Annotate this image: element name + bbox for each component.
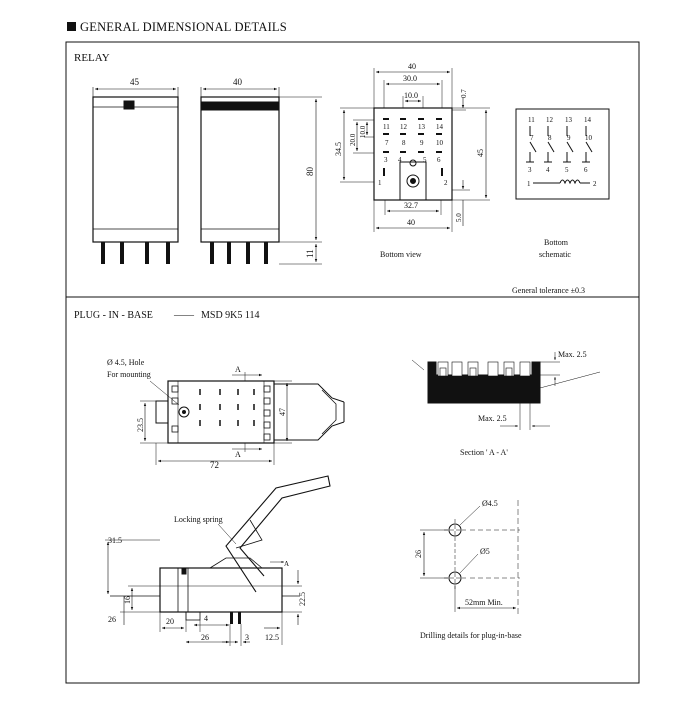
sch-coil-2: 2 <box>593 180 597 188</box>
base-model: MSD 9K5 114 <box>201 310 260 321</box>
base-side-view <box>105 475 331 646</box>
bottom-view-caption: Bottom view <box>380 250 422 259</box>
sch-pin-14: 14 <box>584 116 592 124</box>
bv-dim-height: 45 <box>476 149 485 157</box>
sch-pin-3: 3 <box>528 166 532 174</box>
side-dim-16: 16 <box>123 596 132 604</box>
bv-dim-row-pitch: 10.0 <box>359 125 367 138</box>
side-dim-31-5: 31.5 <box>108 536 122 545</box>
side-dim-4: 4 <box>204 614 208 623</box>
side-dim-22-5: 22.5 <box>298 592 307 606</box>
sch-pin-13: 13 <box>565 116 573 124</box>
bottom-schematic <box>515 108 610 200</box>
sch-pin-12: 12 <box>546 116 554 124</box>
drilling-details <box>420 500 520 615</box>
sch-pin-4: 4 <box>546 166 550 174</box>
dim-pin-length: 11 <box>305 249 315 258</box>
bv-pin-3: 3 <box>384 156 388 164</box>
relay-side-view <box>200 87 322 265</box>
bv-dim-outer: 30.0 <box>403 74 417 83</box>
base-dim-72: 72 <box>210 460 219 470</box>
schematic-caption-2: schematic <box>539 250 571 259</box>
drill-hole-big: Ø4.5 <box>482 499 498 508</box>
bv-pin-5: 5 <box>423 156 427 164</box>
bv-dim-two-rows: 20.0 <box>349 133 357 146</box>
schematic-caption-1: Bottom <box>544 238 569 247</box>
bv-pin-2: 2 <box>444 179 448 187</box>
base-top-view <box>140 372 345 465</box>
sch-pin-9: 9 <box>567 134 571 142</box>
side-dim-26b: 26 <box>201 633 209 642</box>
drilling-caption: Drilling details for plug-in-base <box>420 631 522 640</box>
relay-front-view <box>92 87 179 264</box>
bv-dim-overall-bottom: 40 <box>407 218 415 227</box>
sch-pin-6: 6 <box>584 166 588 174</box>
bv-dim-screw: 32.7 <box>404 201 418 210</box>
sch-pin-11: 11 <box>528 116 535 124</box>
hole-label-2: For mounting <box>107 370 151 379</box>
base-label: PLUG - IN - BASE <box>74 310 153 321</box>
bv-dim-offset-top: 0.7 <box>460 89 468 98</box>
bv-pin-12: 12 <box>400 123 408 131</box>
bv-pin-7: 7 <box>385 139 389 147</box>
side-section-marker: A <box>284 560 289 568</box>
section-caption: Section ' A - A' <box>460 448 508 457</box>
section-a-a <box>411 352 601 430</box>
base-dim-47: 47 <box>278 408 287 416</box>
bv-pin-4: 4 <box>398 156 402 164</box>
header-bullet <box>67 22 76 31</box>
tolerance-note: General tolerance ±0.3 <box>512 286 585 295</box>
bv-pin-1: 1 <box>378 179 382 187</box>
bv-pin-8: 8 <box>402 139 406 147</box>
dim-side-width: 40 <box>233 77 243 87</box>
bv-pin-9: 9 <box>420 139 424 147</box>
bv-dim-bottom-offset: 5.0 <box>455 213 463 222</box>
drill-min: 52mm Min. <box>465 598 503 607</box>
sch-pin-5: 5 <box>565 166 569 174</box>
side-dim-20: 20 <box>166 617 174 626</box>
relay-bottom-view <box>340 68 490 232</box>
bv-pin-6: 6 <box>437 156 441 164</box>
bv-dim-inner: 10.0 <box>404 91 418 100</box>
section-marker-bottom: A <box>235 450 241 459</box>
base-dash: —— <box>173 310 195 321</box>
sch-pin-8: 8 <box>548 134 552 142</box>
relay-label: RELAY <box>74 52 110 64</box>
dim-height: 80 <box>305 167 315 177</box>
section-marker-top: A <box>235 365 241 374</box>
dim-front-width: 45 <box>130 77 140 87</box>
page-title: GENERAL DIMENSIONAL DETAILS <box>80 20 287 34</box>
side-dim-12-5: 12.5 <box>265 633 279 642</box>
section-max-top: Max. 2.5 <box>558 350 587 359</box>
bv-dim-body: 34.5 <box>334 142 343 156</box>
outer-frame <box>65 41 640 684</box>
bv-dim-overall-top: 40 <box>408 62 416 71</box>
section-max-bottom: Max. 2.5 <box>478 414 507 423</box>
drill-spacing: 26 <box>414 550 423 558</box>
locking-spring-label: Locking spring <box>174 515 223 524</box>
side-dim-26a: 26 <box>108 615 116 624</box>
drill-hole-small: Ø5 <box>480 547 490 556</box>
side-dim-3: 3 <box>245 633 249 642</box>
sch-pin-10: 10 <box>585 134 593 142</box>
sch-coil-1: 1 <box>527 180 531 188</box>
bv-pin-10: 10 <box>436 139 444 147</box>
sch-pin-7: 7 <box>530 134 534 142</box>
hole-label-1: Ø 4.5, Hole <box>107 358 145 367</box>
base-dim-23-5: 23.5 <box>136 418 145 432</box>
bv-pin-13: 13 <box>418 123 426 131</box>
bv-pin-14: 14 <box>436 123 444 131</box>
bv-pin-11: 11 <box>383 123 390 131</box>
